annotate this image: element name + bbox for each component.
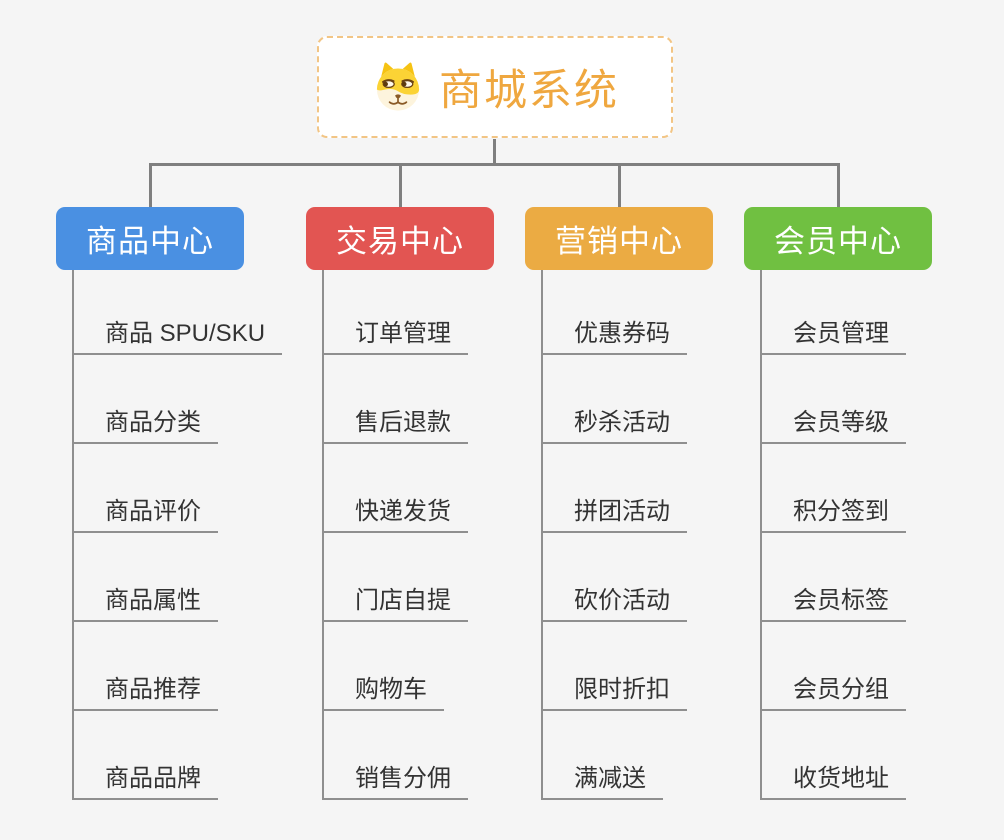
leaf-node[interactable]: 购物车 xyxy=(322,669,444,711)
leaf-node[interactable]: 门店自提 xyxy=(322,580,468,622)
leaf-node[interactable]: 满减送 xyxy=(541,758,663,800)
leaf-label: 商品品牌 xyxy=(105,765,201,792)
column-spine xyxy=(322,270,324,800)
branch-label: 商品中心 xyxy=(86,224,214,259)
leaf-label: 商品 SPU/SKU xyxy=(105,320,266,347)
dog-face-icon xyxy=(376,62,420,111)
leaf-node[interactable]: 限时折扣 xyxy=(541,669,687,711)
leaf-node[interactable]: 砍价活动 xyxy=(541,580,687,622)
leaf-node[interactable]: 优惠券码 xyxy=(541,313,687,355)
leaf-node[interactable]: 会员标签 xyxy=(760,580,906,622)
leaf-label: 拼团活动 xyxy=(574,498,670,525)
leaf-label: 订单管理 xyxy=(355,320,451,347)
branch-drop-connector xyxy=(837,165,840,208)
leaf-node[interactable]: 商品分类 xyxy=(72,402,218,444)
leaf-label: 会员管理 xyxy=(793,320,889,347)
branch-label: 会员中心 xyxy=(774,224,902,259)
leaf-node[interactable]: 商品 SPU/SKU xyxy=(72,313,283,355)
branch-drop-connector xyxy=(399,165,402,208)
leaf-node[interactable]: 快递发货 xyxy=(322,491,468,533)
branch-box-product-center[interactable]: 商品中心 xyxy=(56,207,244,270)
leaf-node[interactable]: 收货地址 xyxy=(760,758,906,800)
leaf-node[interactable]: 销售分佣 xyxy=(322,758,468,800)
leaf-label: 购物车 xyxy=(355,676,427,703)
leaf-label: 商品属性 xyxy=(105,587,201,614)
leaf-node[interactable]: 商品品牌 xyxy=(72,758,218,800)
root-title: 商城系统 xyxy=(439,67,619,115)
leaf-label: 积分签到 xyxy=(793,498,889,525)
column-spine xyxy=(541,270,543,800)
leaf-label: 商品分类 xyxy=(105,409,201,436)
leaf-label: 砍价活动 xyxy=(574,587,670,614)
leaf-label: 门店自提 xyxy=(355,587,451,614)
branch-bus-connector xyxy=(149,163,840,166)
leaf-label: 限时折扣 xyxy=(574,676,670,703)
leaf-node[interactable]: 会员管理 xyxy=(760,313,906,355)
branch-drop-connector xyxy=(149,165,152,208)
leaf-label: 会员分组 xyxy=(793,676,889,703)
leaf-node[interactable]: 拼团活动 xyxy=(541,491,687,533)
leaf-label: 秒杀活动 xyxy=(574,409,670,436)
leaf-label: 商品评价 xyxy=(105,498,201,525)
leaf-label: 会员等级 xyxy=(793,409,889,436)
leaf-node[interactable]: 秒杀活动 xyxy=(541,402,687,444)
leaf-label: 优惠券码 xyxy=(574,320,670,347)
leaf-node[interactable]: 订单管理 xyxy=(322,313,468,355)
column-spine xyxy=(760,270,762,800)
branch-box-member-center[interactable]: 会员中心 xyxy=(744,207,932,270)
leaf-label: 满减送 xyxy=(574,765,646,792)
leaf-node[interactable]: 商品评价 xyxy=(72,491,218,533)
branch-box-trade-center[interactable]: 交易中心 xyxy=(306,207,494,270)
branch-box-marketing-center[interactable]: 营销中心 xyxy=(525,207,713,270)
leaf-label: 快递发货 xyxy=(355,498,451,525)
branch-label: 交易中心 xyxy=(336,224,464,259)
leaf-node[interactable]: 会员等级 xyxy=(760,402,906,444)
branch-label: 营销中心 xyxy=(555,224,683,259)
leaf-label: 会员标签 xyxy=(793,587,889,614)
leaf-label: 销售分佣 xyxy=(355,765,451,792)
leaf-node[interactable]: 会员分组 xyxy=(760,669,906,711)
root-trunk-connector xyxy=(493,139,496,165)
leaf-node[interactable]: 积分签到 xyxy=(760,491,906,533)
root-node[interactable]: 商城系统 xyxy=(317,36,673,138)
leaf-node[interactable]: 商品属性 xyxy=(72,580,218,622)
leaf-label: 收货地址 xyxy=(793,765,889,792)
branch-drop-connector xyxy=(618,165,621,208)
column-spine xyxy=(72,270,74,800)
leaf-node[interactable]: 商品推荐 xyxy=(72,669,218,711)
leaf-node[interactable]: 售后退款 xyxy=(322,402,468,444)
leaf-label: 商品推荐 xyxy=(105,676,201,703)
leaf-label: 售后退款 xyxy=(355,409,451,436)
